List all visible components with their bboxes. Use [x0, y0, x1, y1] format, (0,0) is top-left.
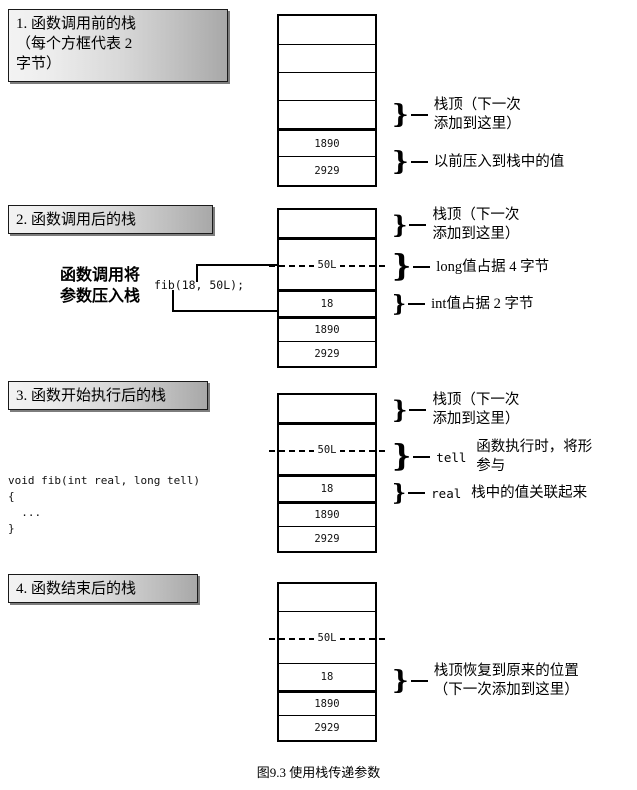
stack-cell: 2929 — [279, 526, 375, 551]
brace-icon: } — [392, 100, 409, 130]
leader-line — [413, 266, 431, 268]
stack-before-call: 1890 2929 — [277, 14, 377, 187]
stack-cell — [279, 584, 375, 611]
stack-cell — [279, 16, 375, 44]
annotation-stack-top-restored: } 栈顶恢复到原来的位置 （下一次添加到这里） — [392, 662, 579, 700]
brace-icon: } — [392, 147, 409, 177]
brace-icon: } — [392, 480, 407, 506]
annotation-pushed-values: } 以前压入到栈中的值 — [392, 149, 564, 175]
annotation-text: 栈顶（下一次 添加到这里） — [433, 97, 521, 132]
leader-line — [410, 114, 428, 116]
stack-cell-value: 50L — [313, 631, 341, 644]
stack-cell: 2929 — [279, 341, 375, 366]
annotation-long-size: } long值占据 4 字节 — [392, 252, 549, 282]
stack-during-exec: 50L 18 1890 2929 — [269, 393, 385, 553]
stack-cell — [279, 210, 375, 237]
annotation-text: long值占据 4 字节 — [436, 258, 550, 275]
brace-icon: } — [392, 210, 408, 239]
stack-cell: 18 — [279, 474, 375, 501]
stack-cell — [279, 100, 375, 128]
annotation-param-tell: } tell 函数执行时，将形 参与 — [392, 438, 592, 476]
annotation-text: 栈顶恢复到原来的位置 （下一次添加到这里） — [433, 663, 579, 698]
section-header-after-call: 2. 函数调用后的栈 — [8, 205, 213, 234]
connector-int-arg — [172, 290, 278, 312]
annotation-text: 函数执行时，将形 参与 — [476, 439, 593, 474]
stack-cell: 18 — [279, 663, 375, 690]
stack-after-call: 50L 18 1890 2929 — [269, 208, 385, 368]
section-header-before-call: 1. 函数调用前的栈 （每个方框代表 2 字节） — [8, 9, 228, 82]
brace-icon: } — [392, 439, 412, 474]
stack-cell-value: 50L — [313, 443, 341, 456]
leader-line — [413, 456, 431, 458]
brace-icon: } — [392, 291, 407, 317]
stack-cell — [279, 72, 375, 100]
stack-cell — [279, 44, 375, 72]
note-push-params: 函数调用将 参数压入栈 — [60, 267, 141, 305]
brace-icon: } — [392, 666, 409, 696]
param-label: real — [431, 485, 462, 501]
stack-cell-value: 50L — [313, 258, 341, 271]
stack-cell-long: 50L — [269, 237, 385, 289]
figure-caption: 图9.3 使用栈传递参数 — [256, 765, 381, 780]
annotation-text: 栈顶（下一次 添加到这里） — [432, 207, 520, 242]
stack-cell: 18 — [279, 289, 375, 316]
annotation-text: int值占据 2 字节 — [431, 295, 534, 312]
stack-cell: 1890 — [279, 316, 375, 341]
stack-cell: 1890 — [279, 690, 375, 715]
brace-icon: } — [392, 395, 408, 424]
annotation-text: 栈中的值关联起来 — [471, 484, 588, 501]
stack-cell-long: 50L — [269, 611, 385, 663]
stack-cell: 1890 — [279, 128, 375, 156]
section-header-after-return: 4. 函数结束后的栈 — [8, 574, 198, 603]
leader-line — [408, 492, 426, 494]
stack-cell — [279, 395, 375, 422]
leader-line — [409, 409, 427, 411]
leader-line — [410, 680, 428, 682]
leader-line — [408, 303, 426, 305]
annotation-stack-top: } 栈顶（下一次 添加到这里） — [392, 96, 521, 134]
annotation-stack-top: } 栈顶（下一次 添加到这里） — [392, 391, 519, 429]
section-header-during-exec: 3. 函数开始执行后的栈 — [8, 381, 208, 410]
stack-cell: 1890 — [279, 501, 375, 526]
param-label: tell — [436, 449, 467, 465]
leader-line — [409, 224, 427, 226]
stack-cell: 2929 — [279, 156, 375, 184]
code-call-fib: fib(18, 50L); — [154, 278, 245, 292]
brace-icon: } — [392, 249, 412, 284]
stack-cell: 2929 — [279, 715, 375, 740]
connector-long-arg — [196, 264, 278, 282]
code-fib-definition: void fib(int real, long tell) { ... } — [8, 474, 201, 535]
annotation-text: 栈顶（下一次 添加到这里） — [432, 392, 520, 427]
stack-after-return: 50L 18 1890 2929 — [269, 582, 385, 742]
stack-cell-long: 50L — [269, 422, 385, 474]
annotation-text: 以前压入到栈中的值 — [433, 153, 565, 170]
leader-line — [410, 161, 428, 163]
annotation-stack-top: } 栈顶（下一次 添加到这里） — [392, 206, 519, 244]
annotation-param-real: } real 栈中的值关联起来 — [392, 482, 587, 504]
annotation-int-size: } int值占据 2 字节 — [392, 293, 533, 315]
